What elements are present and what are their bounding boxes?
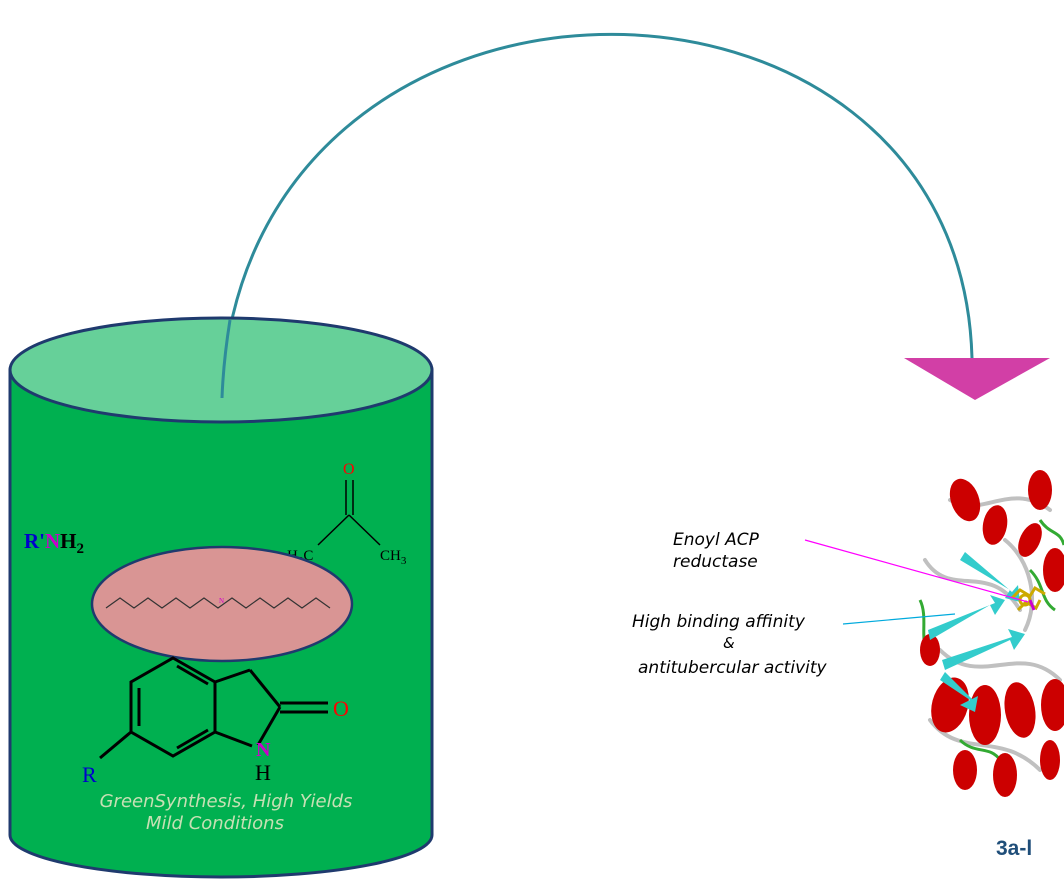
binding-label-line3: antitubercular activity <box>638 658 828 678</box>
oxindole-structure <box>99 656 328 760</box>
reaction-arc <box>220 32 974 399</box>
acetone-right-methyl: CH3 <box>380 548 407 567</box>
arrow-head <box>904 358 1050 400</box>
oxindole-hydrogen: H <box>255 760 271 785</box>
binding-label-line2: & <box>723 634 735 652</box>
enoyl-label-line1: Enoyl ACP <box>673 530 760 550</box>
oxindole-oxygen: O <box>333 696 349 721</box>
linker-nitrogen: N <box>219 597 224 605</box>
cylinder-caption-line1: GreenSynthesis, High Yields <box>100 791 353 812</box>
oxindole-nitrogen: N <box>256 739 271 761</box>
acetone-reagent <box>317 480 381 546</box>
amine-reagent: R'NH2 <box>24 529 84 557</box>
acetone-oxygen: O <box>343 461 355 478</box>
compound-label: 3a-l <box>996 837 1032 860</box>
binding-label-line1: High binding affinity <box>632 612 806 632</box>
enoyl-label-line2: reductase <box>673 552 758 572</box>
linker-ellipse <box>90 545 354 663</box>
cylinder-caption-line2: Mild Conditions <box>146 813 284 834</box>
oxindole-r-group: R <box>82 762 97 787</box>
enoyl-pointer <box>804 539 1029 603</box>
protein-structure <box>918 470 1064 797</box>
binding-pointer <box>842 613 956 625</box>
linker-chain <box>105 597 331 609</box>
